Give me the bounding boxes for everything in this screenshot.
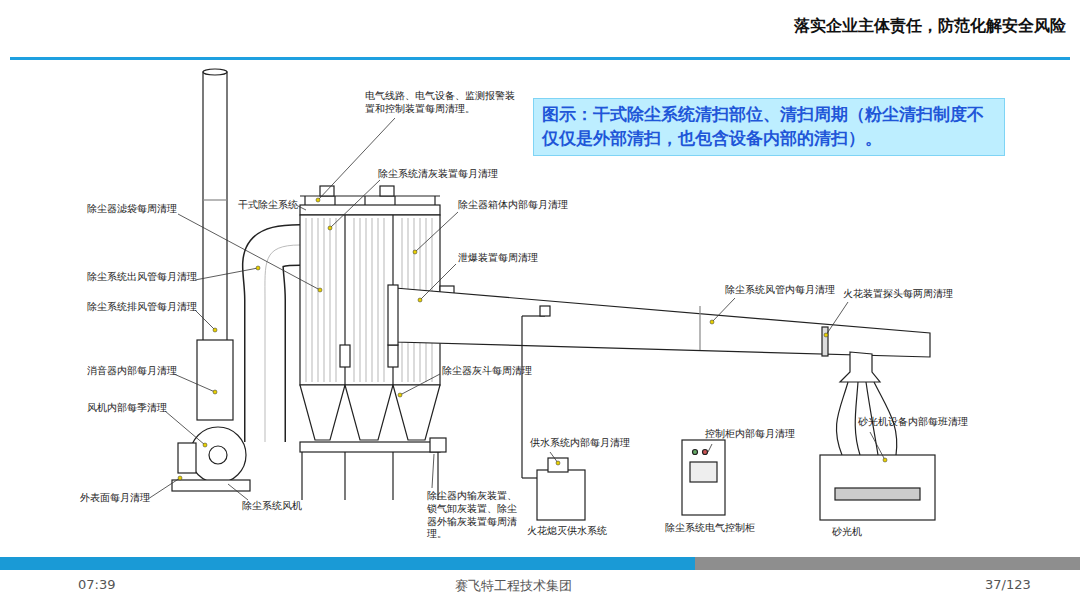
callout-label: 电气线路、电气设备、监测报警装置和控制装置每周清理。 (365, 90, 515, 116)
callout-label: 砂光机 (832, 526, 862, 539)
footer-bar (0, 557, 695, 570)
callout-label: 控制柜内部每月清理 (705, 428, 795, 441)
callout-label: 风机内部每季清理 (87, 402, 167, 415)
callout-label: 泄爆装置每周清理 (458, 252, 538, 265)
footer-text: 赛飞特工程技术集团 (455, 577, 572, 595)
callout-label: 消音器内部每月清理 (87, 365, 177, 378)
callout-label: 除尘器滤袋每周清理 (87, 203, 177, 216)
callout-label: 外表面每月清理 (80, 492, 150, 505)
callout-label: 除尘系统电气控制柜 (665, 522, 755, 535)
callout-label: 除尘器箱体内部每月清理 (458, 199, 568, 212)
leader-dots (178, 198, 887, 480)
callout-label: 除尘系统风机 (242, 500, 302, 513)
callout-label: 除尘器内输灰装置、锁气卸灰装置、除尘器外输灰装置每周清理。 (427, 490, 519, 541)
callout-label: 除尘系统风管内每月清理 (725, 284, 835, 297)
slide-title: 落实企业主体责任，防范化解安全风险 (794, 16, 1066, 37)
callout-label: 火花熄灭供水系统 (527, 525, 607, 538)
callout-label: 火花装置探头每两周清理 (843, 288, 953, 301)
callout-label: 除尘系统清灰装置每月清理 (378, 168, 498, 181)
callout-label: 供水系统内部每月清理 (530, 437, 630, 450)
callout-label: 干式除尘系统 (238, 199, 298, 212)
footer-text: 07:39 (78, 577, 115, 592)
footer-bar (695, 557, 1080, 570)
leader-lines (148, 118, 885, 500)
header-rule (10, 57, 1070, 60)
note-box: 图示：干式除尘系统清扫部位、清扫周期（粉尘清扫制度不仅仅是外部清扫，也包含设备内… (533, 98, 1005, 156)
note-text: 图示：干式除尘系统清扫部位、清扫周期（粉尘清扫制度不仅仅是外部清扫，也包含设备内… (542, 103, 996, 151)
callout-label: 除尘系统出风管每月清理 (87, 271, 197, 284)
callout-label: 除尘器灰斗每周清理 (442, 365, 532, 378)
callout-label: 砂光机设备内部每班清理 (858, 416, 968, 429)
callout-label: 除尘系统排风管每月清理 (87, 301, 197, 314)
footer-text: 37/123 (985, 577, 1031, 592)
